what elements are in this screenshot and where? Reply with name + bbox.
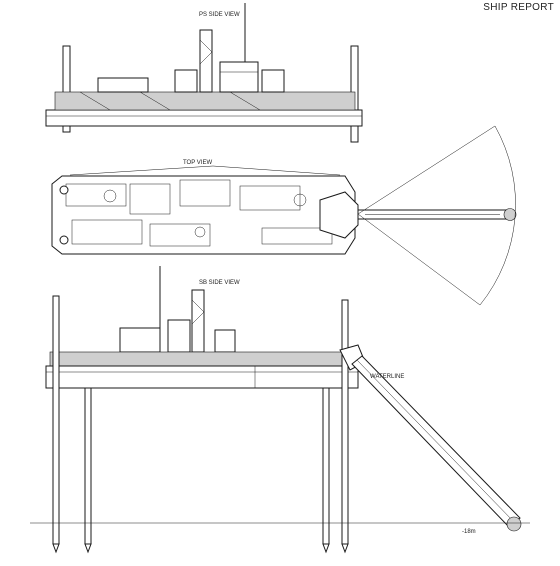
sb-leg-right [322, 387, 330, 545]
sb-side-view: SB SIDE VIEW WATERLINE [30, 266, 530, 554]
top-swing-arc [479, 125, 516, 306]
sb-crane [191, 289, 205, 353]
waterline-label: WATERLINE [370, 374, 404, 380]
sb-side-view-label: SB SIDE VIEW [199, 280, 240, 286]
top-cutter-head [503, 208, 517, 221]
ps-deck-equipment [54, 91, 356, 111]
top-ladder-pivot [319, 191, 359, 239]
ps-side-view-label: PS SIDE VIEW [199, 12, 240, 18]
sb-ladder [351, 355, 521, 527]
ps-deck-machinery [97, 77, 149, 93]
top-view: TOP VIEW [51, 125, 517, 306]
sb-deck-equipment [49, 351, 351, 367]
ps-crane [199, 29, 213, 93]
sb-spud-right [341, 299, 349, 545]
depth-label: -18m [462, 529, 476, 535]
ps-spud-left [62, 45, 71, 133]
top-hull [51, 175, 356, 255]
sb-cutter-head [506, 516, 522, 532]
report-title: SHIP REPORT [483, 2, 554, 13]
ps-wheelhouse [219, 61, 259, 93]
top-view-label: TOP VIEW [183, 160, 212, 166]
ps-side-view: PS SIDE VIEW [45, 3, 363, 143]
sb-spud-left [52, 295, 60, 545]
ps-hull [45, 109, 363, 127]
sb-leg-left [84, 387, 92, 545]
sb-hull [45, 365, 359, 389]
